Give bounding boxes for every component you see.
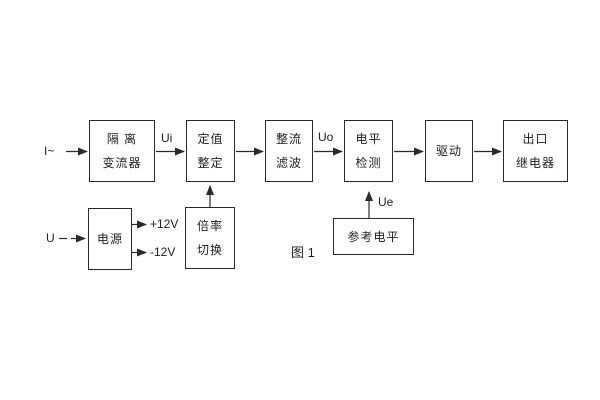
figure-caption: 图 1 bbox=[291, 245, 315, 260]
block-power-supply-label: 电源 bbox=[96, 232, 123, 246]
label-minus-12v: -12V bbox=[150, 245, 176, 259]
block-ratio-switch-line1: 倍率 bbox=[196, 219, 223, 233]
block-reference-level: 参考电平 bbox=[333, 218, 414, 255]
label-ue: Ue bbox=[378, 195, 394, 209]
block-isolation-transformer: 隔 离 变流器 bbox=[89, 120, 155, 182]
block-rectify-filter: 整流 滤波 bbox=[265, 120, 313, 182]
block-output-relay-line1: 出口 bbox=[522, 132, 549, 146]
label-plus-12v: +12V bbox=[150, 217, 179, 231]
label-input-current: I~ bbox=[44, 144, 55, 158]
block-output-relay: 出口 继电器 bbox=[503, 120, 568, 182]
label-input-voltage: U bbox=[46, 231, 55, 245]
block-ratio-switch-line2: 切换 bbox=[196, 243, 223, 257]
block-value-setting: 定值 整定 bbox=[186, 120, 235, 182]
block-drive-label: 驱动 bbox=[435, 144, 462, 158]
block-isolation-transformer-line1: 隔 离 bbox=[106, 132, 138, 146]
block-rectify-filter-line1: 整流 bbox=[275, 132, 302, 146]
block-ratio-switch: 倍率 切换 bbox=[185, 207, 235, 269]
block-drive: 驱动 bbox=[425, 120, 473, 182]
block-isolation-transformer-line2: 变流器 bbox=[102, 156, 142, 170]
block-value-setting-line1: 定值 bbox=[197, 132, 224, 146]
block-level-detect: 电平 检测 bbox=[344, 120, 393, 182]
block-power-supply: 电源 bbox=[88, 208, 132, 270]
block-rectify-filter-line2: 滤波 bbox=[275, 156, 302, 170]
block-output-relay-line2: 继电器 bbox=[515, 156, 555, 170]
label-ui: Ui bbox=[161, 131, 173, 145]
label-uo: Uo bbox=[318, 130, 334, 144]
block-value-setting-line2: 整定 bbox=[197, 156, 224, 170]
block-level-detect-line2: 检测 bbox=[355, 156, 382, 170]
block-reference-level-label: 参考电平 bbox=[347, 229, 400, 244]
block-level-detect-line1: 电平 bbox=[355, 132, 382, 146]
